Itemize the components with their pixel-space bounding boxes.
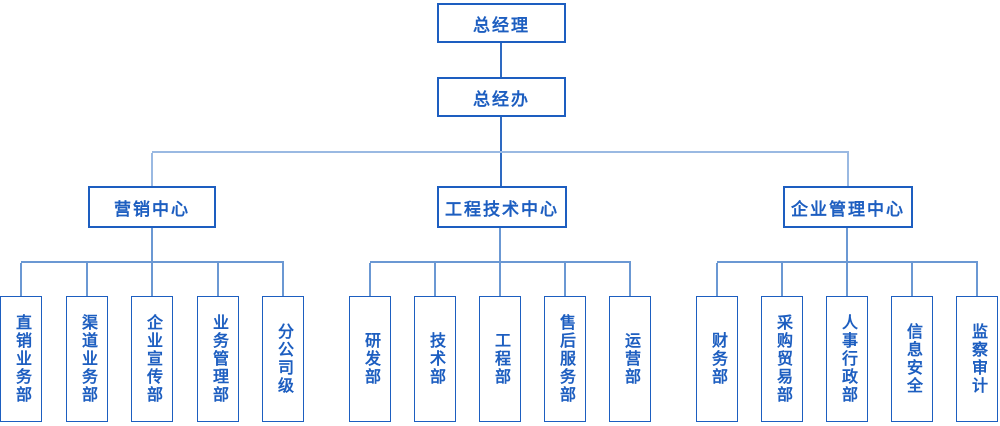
node-label: 总经理 <box>473 15 530 35</box>
node-dept-branch-level: 分公司级 <box>262 296 304 422</box>
node-dept-channel-business: 渠道业务部 <box>66 296 108 422</box>
node-dept-business-management: 业务管理部 <box>197 296 239 422</box>
dept-label: 人事行政部 <box>839 314 856 404</box>
connector-marketing-drop-5 <box>282 263 284 296</box>
node-dept-direct-sales: 直销业务部 <box>0 296 42 422</box>
node-dept-engineering: 工程部 <box>479 296 521 422</box>
dept-label: 技术部 <box>427 332 444 386</box>
connector-tech-drop-4 <box>564 263 566 296</box>
dept-label: 信息安全 <box>904 323 921 395</box>
node-dept-hr-admin: 人事行政部 <box>826 296 868 422</box>
node-dept-rnd: 研发部 <box>349 296 391 422</box>
dept-label: 运营部 <box>622 332 639 386</box>
node-dept-operations: 运营部 <box>609 296 651 422</box>
node-dept-corporate-publicity: 企业宣传部 <box>131 296 173 422</box>
connector-marketing-drop-2 <box>86 263 88 296</box>
node-gm-office: 总经办 <box>437 77 566 117</box>
dept-label: 采购贸易部 <box>774 314 791 404</box>
connector-level1-hline <box>152 151 849 153</box>
dept-label: 售后服务部 <box>557 314 574 404</box>
dept-label: 分公司级 <box>275 323 292 395</box>
dept-label: 直销业务部 <box>13 314 30 404</box>
connector-management-drop-2 <box>781 263 783 296</box>
node-label: 总经办 <box>473 89 530 109</box>
connector-drop-management-center <box>847 153 849 186</box>
connector-management-drop-4 <box>911 263 913 296</box>
connector-tech-drop-5 <box>629 263 631 296</box>
node-dept-technical: 技术部 <box>414 296 456 422</box>
dept-label: 业务管理部 <box>210 314 227 404</box>
connector-tech-drop-2 <box>434 263 436 296</box>
connector-drop-marketing-center <box>151 153 153 186</box>
node-label: 企业管理中心 <box>791 199 905 219</box>
node-engineering-tech-center: 工程技术中心 <box>437 186 567 228</box>
dept-label: 企业宣传部 <box>144 314 161 404</box>
connector-management-drop-1 <box>716 263 718 296</box>
dept-label: 研发部 <box>362 332 379 386</box>
dept-label: 渠道业务部 <box>79 314 96 404</box>
node-dept-after-sales-service: 售后服务部 <box>544 296 586 422</box>
node-dept-info-security: 信息安全 <box>891 296 933 422</box>
node-label: 工程技术中心 <box>445 199 559 219</box>
connector-root-office <box>500 43 502 77</box>
node-dept-procurement-trade: 采购贸易部 <box>761 296 803 422</box>
connector-management-hline <box>717 261 978 263</box>
node-label: 营销中心 <box>114 199 190 219</box>
node-marketing-center: 营销中心 <box>88 186 216 228</box>
connector-marketing-drop-1 <box>20 263 22 296</box>
node-dept-finance: 财务部 <box>696 296 738 422</box>
dept-label: 监察审计 <box>969 323 986 395</box>
connector-marketing-drop-4 <box>217 263 219 296</box>
node-dept-supervision-audit: 监察审计 <box>956 296 998 422</box>
connector-management-drop-5 <box>976 263 978 296</box>
dept-label: 财务部 <box>709 332 726 386</box>
connector-marketing-hline <box>21 261 284 263</box>
dept-label: 工程部 <box>492 332 509 386</box>
node-general-manager: 总经理 <box>437 3 566 43</box>
node-enterprise-management-center: 企业管理中心 <box>783 186 913 228</box>
connector-tech-hline <box>370 261 631 263</box>
connector-tech-drop-1 <box>369 263 371 296</box>
